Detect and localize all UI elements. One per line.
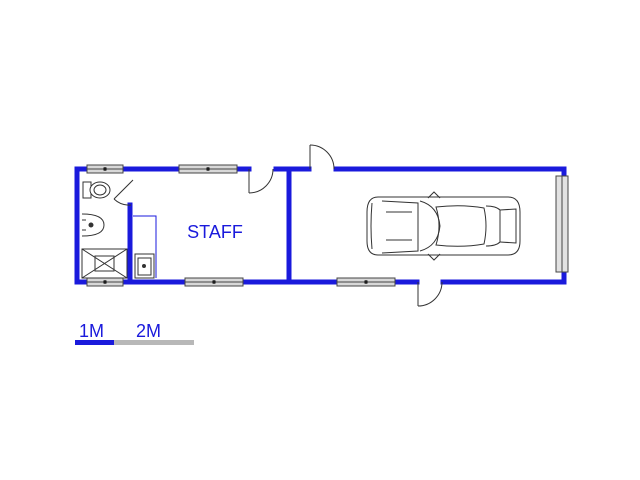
door-swing-icon	[248, 168, 274, 194]
scale-label-1m: 1M	[79, 321, 104, 341]
scale-label-2m: 2M	[136, 321, 161, 341]
bathroom-door-icon	[113, 179, 134, 206]
scale-bar: 1M 2M	[75, 321, 194, 345]
walls	[74, 166, 567, 285]
room-label-staff: STAFF	[187, 222, 243, 242]
window-icon	[178, 164, 238, 174]
door-swing-icon	[309, 144, 335, 170]
basin-icon	[81, 213, 105, 237]
garage-door-icon	[555, 175, 569, 273]
toilet-icon	[82, 181, 111, 199]
shower-icon	[81, 248, 128, 279]
car-icon	[366, 191, 521, 261]
window-icon	[86, 164, 124, 174]
window-icon	[336, 277, 396, 287]
sink-icon	[134, 253, 155, 279]
window-icon	[86, 277, 124, 287]
window-icon	[184, 277, 244, 287]
scale-bar-dark	[75, 340, 114, 345]
doors	[113, 144, 443, 307]
door-swing-icon	[417, 281, 443, 307]
counter-outline	[133, 215, 157, 278]
bathroom-fixtures	[81, 181, 157, 279]
windows	[86, 164, 569, 287]
scale-bar-light	[114, 340, 194, 345]
